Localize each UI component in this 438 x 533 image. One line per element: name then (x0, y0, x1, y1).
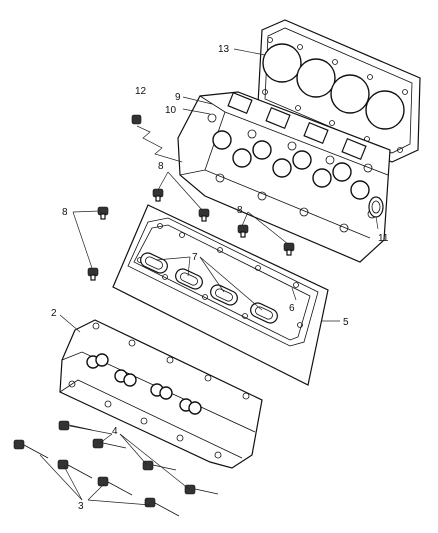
callout-2: 2 (51, 308, 57, 319)
cylinder-head-cover (59, 319, 263, 469)
long-bolts (13, 439, 180, 517)
plug (131, 114, 183, 163)
bolt-3c (97, 476, 133, 496)
head-gasket (257, 19, 421, 163)
grommets (87, 188, 295, 281)
callout-4: 4 (112, 426, 118, 437)
callout-11: 11 (378, 233, 389, 244)
callout-6: 6 (289, 303, 295, 314)
callout-12: 12 (135, 86, 147, 97)
bolt-4b (92, 438, 127, 449)
spark-plug-seals (140, 252, 278, 324)
cover-gasket (127, 217, 319, 347)
callout-labels: 13 12 9 10 8 8 8 11 7 6 5 2 4 3 (51, 44, 389, 512)
grommet-4 (237, 224, 249, 238)
callout-9: 9 (175, 92, 181, 103)
callout-13: 13 (218, 44, 230, 55)
leader-lines (39, 48, 379, 506)
cylinder-head (177, 91, 391, 263)
callout-3: 3 (78, 501, 84, 512)
grommet-5 (283, 242, 295, 256)
bolt-4d (184, 484, 219, 495)
callout-8-left: 8 (62, 207, 68, 218)
callout-8-top: 8 (158, 161, 164, 172)
callout-7: 7 (192, 252, 198, 263)
grommet-1 (97, 206, 109, 220)
grommet-6 (87, 267, 99, 281)
bolt-3b (57, 459, 93, 479)
callout-8-right: 8 (237, 205, 243, 216)
seal-ring (368, 196, 384, 218)
bolt-3a (13, 439, 49, 459)
bolt-3d (144, 497, 180, 517)
bolt-4a (58, 420, 93, 431)
short-bolts (58, 420, 219, 495)
callout-10: 10 (165, 105, 177, 116)
grommet-3 (198, 208, 210, 222)
grommet-2 (152, 188, 164, 202)
callout-5: 5 (343, 317, 349, 328)
